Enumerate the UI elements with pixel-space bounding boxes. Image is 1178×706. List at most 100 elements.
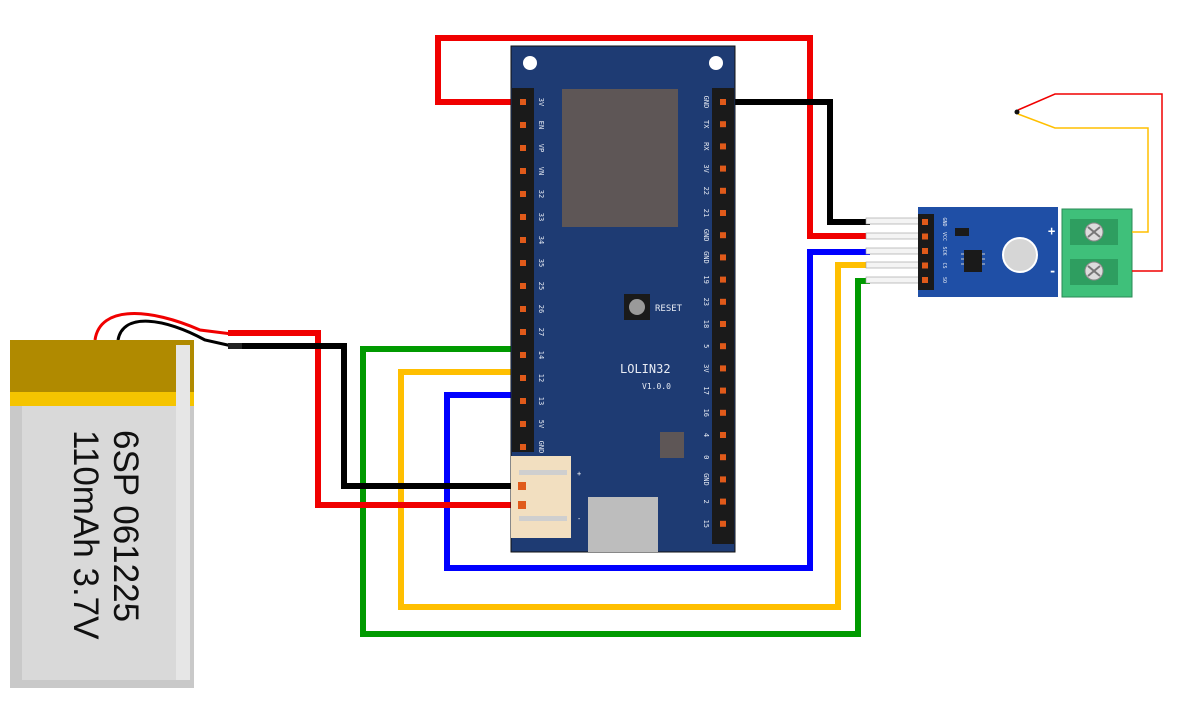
battery-band (10, 392, 194, 406)
left-pin-label: 14 (537, 351, 545, 359)
module-pin-pad (922, 248, 928, 254)
right-pin-label: 3V (702, 364, 710, 373)
connector-plus-label: + (577, 470, 581, 478)
battery-top-cap (10, 340, 194, 392)
left-pin-pad (520, 145, 526, 151)
left-pin-label: 35 (537, 259, 545, 267)
left-pin-label: 5V (537, 420, 545, 429)
right-pin-label: GND (702, 229, 710, 242)
board-name: LOLIN32 (620, 362, 671, 376)
left-pin-pad (520, 329, 526, 335)
left-pin-label: 25 (537, 282, 545, 290)
right-pin-pad (720, 387, 726, 394)
left-pin-label: 27 (537, 328, 545, 336)
right-pin-label: 19 (702, 275, 710, 283)
right-pin-label: 4 (702, 433, 710, 437)
left-pin-label: VN (537, 167, 545, 175)
right-pin-pad (720, 210, 726, 216)
right-pin-pad (720, 99, 726, 105)
module-pin-pad (922, 277, 928, 283)
right-pin-label: 22 (702, 187, 710, 195)
right-pin-label: 15 (702, 520, 710, 528)
right-pin-label: 3V (702, 164, 710, 173)
right-pin-label: GND (702, 251, 710, 264)
connector-slot-top (519, 470, 567, 475)
right-pin-pad (720, 143, 726, 150)
right-pin-pad (720, 187, 726, 194)
left-pin-pad (520, 191, 526, 197)
battery-black-lead (116, 319, 233, 348)
left-pin-label: 3V (537, 98, 545, 107)
right-pin-pad (720, 432, 726, 438)
left-pin-label: 12 (537, 374, 545, 382)
thermocouple-probe (1014, 93, 1163, 272)
right-pin-pad (720, 498, 726, 505)
left-pin-label: 13 (537, 397, 545, 405)
right-pin-pad (720, 121, 726, 128)
module-pin-label: GND (941, 217, 947, 226)
right-pin-label: 5 (702, 344, 710, 348)
left-pin-label: GND (537, 441, 545, 454)
left-pin-label: 26 (537, 305, 545, 313)
module-pin-label: VCC (941, 232, 947, 241)
reset-label: RESET (655, 304, 683, 314)
module-smd-component (955, 228, 969, 236)
battery-edge-highlight (176, 345, 190, 680)
mount-hole-right (709, 56, 723, 70)
left-pin-pad (520, 421, 526, 427)
right-pin-pad (720, 321, 726, 327)
connector-slot-bottom (519, 516, 567, 521)
left-pin-pad (520, 375, 526, 381)
right-pin-label: 0 (702, 455, 710, 459)
module-pin-label: CS (941, 262, 947, 268)
right-pin-label: 23 (702, 298, 710, 306)
left-pin-pad (520, 283, 526, 289)
wire-yellow-cs (398, 262, 870, 610)
right-pin-label: TX (702, 120, 710, 129)
left-pin-label: 32 (537, 190, 545, 198)
module-plus-label: + (1048, 224, 1055, 238)
module-pin-label: SCK (941, 246, 947, 255)
battery-connector (511, 456, 571, 538)
left-pin-pad (520, 398, 526, 404)
right-pin-pad (720, 254, 726, 261)
board-version: V1.0.0 (642, 382, 671, 391)
max6675-chip (961, 250, 985, 272)
right-pin-label: GND (702, 473, 710, 486)
module-mount-hole (1002, 237, 1038, 273)
right-pin-label: RX (702, 142, 710, 151)
battery-red-lead (93, 312, 233, 341)
module-pin-label: SO (941, 277, 947, 283)
module-pin-pad (922, 219, 928, 225)
wire-blue-sck (444, 249, 870, 571)
left-pin-header (512, 88, 534, 452)
left-pin-pad (520, 122, 526, 128)
right-pin-pad (720, 454, 726, 461)
right-pin-pad (720, 409, 726, 416)
right-pin-label: GND (702, 96, 710, 109)
module-header-pins (865, 217, 923, 284)
left-pin-label: VP (537, 144, 545, 152)
wire-red-battery (240, 330, 520, 508)
reset-button-cap (629, 299, 645, 315)
battery-label-line1: 6SP 061225 (106, 430, 145, 622)
left-pin-pad (520, 306, 526, 312)
left-pin-pad (520, 237, 526, 243)
battery-red-tip (228, 330, 242, 336)
left-pin-pad (520, 214, 526, 220)
right-pin-label: 17 (702, 386, 710, 394)
module-pin-pad (922, 233, 928, 240)
right-pin-pad (720, 343, 726, 350)
right-pin-pad (720, 298, 726, 305)
wire-black-gnd (730, 99, 870, 225)
right-pin-pad (720, 365, 726, 372)
connector-pin-minus (518, 501, 526, 509)
right-pin-label: 2 (702, 499, 710, 503)
right-pin-label: 21 (702, 209, 710, 217)
right-pin-label: 18 (702, 320, 710, 328)
right-pin-pad (720, 520, 726, 527)
left-pin-pad (520, 352, 526, 358)
